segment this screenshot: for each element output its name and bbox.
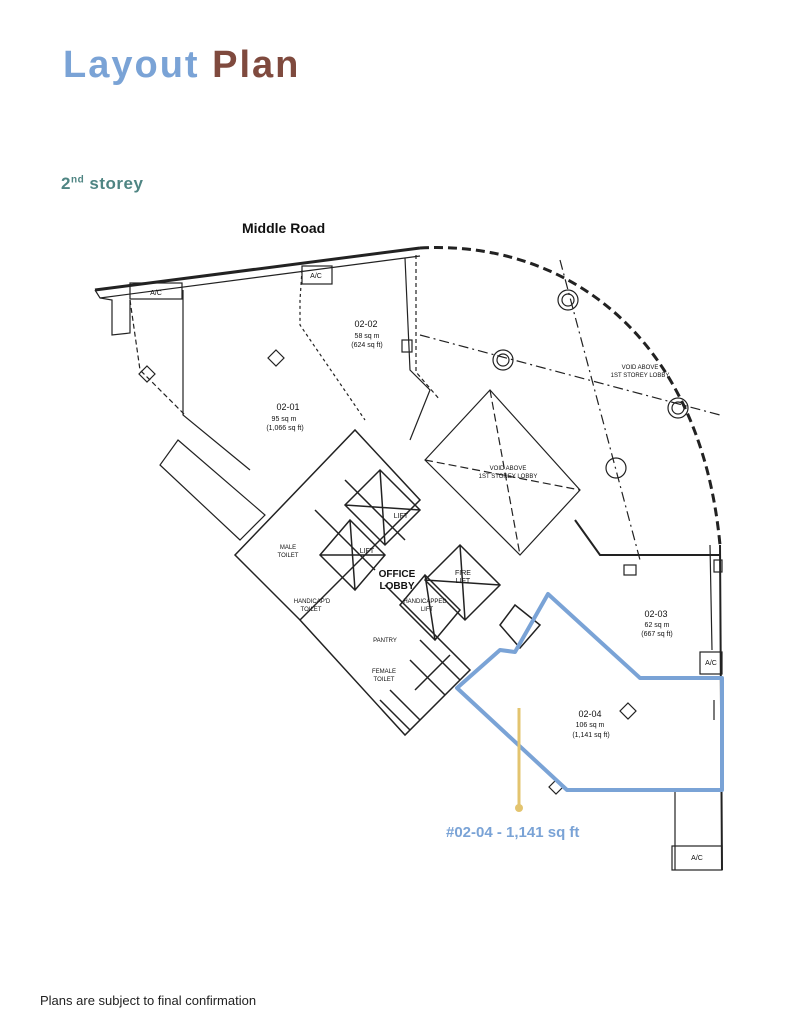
storey-suffix: nd [70,174,85,186]
female-toilet-label-2: TOILET [374,677,395,683]
unit-02-04-sqft: (1,141 sq ft) [572,732,609,739]
hc-lift-label-1: HANDICAPPED [403,599,447,605]
title-plan: Plan [212,44,301,86]
ac-label-3: A/C [705,660,717,667]
fire-lift-label-2: LIFT [456,578,471,585]
road-label: Middle Road [242,220,326,236]
void-boundary [419,246,722,546]
office-lobby-label-2: LOBBY [380,581,415,592]
female-toilet-label-1: FEMALE [372,669,396,675]
unit-02-02-sqft: (624 sq ft) [351,342,383,349]
unit-02-03-sqm: 62 sq m [645,622,670,629]
hc-lift-label-2: LIFT [421,607,434,613]
unit-02-02-sqm: 58 sq m [355,333,380,340]
fire-lift-label-1: FIRE [455,570,471,577]
male-toilet-label-1: MALE [280,545,296,551]
highlighted-unit-label: #02-04 - 1,141 sq ft [446,824,580,841]
void-label-1a: VOID ABOVE [622,365,659,371]
unit-02-02-id: 02-02 [354,319,377,329]
lift-label: LIFT [394,513,409,520]
ac-label-2: A/C [310,273,322,280]
top-wall-inner [99,255,421,299]
storey-heading: 2nd storey [61,174,143,194]
unit-02-01-sqm: 95 sq m [272,416,297,423]
void-label-2a: VOID ABOVE [490,466,527,472]
void-label-1b: 1ST STOREY LOBBY [611,373,670,379]
storey-word: storey [89,174,144,193]
unit-02-04-sqm: 106 sq m [576,722,605,729]
unit-02-04-id: 02-04 [578,709,601,719]
male-toilet-label-2: TOILET [278,553,299,559]
void-label-2b: 1ST STOREY LOBBY [479,474,538,480]
unit-02-04-outline [455,592,724,792]
unit-02-03-sqft: (667 sq ft) [641,631,673,638]
pin-dot [515,804,523,812]
hc-toilet-label-2: TOILET [301,607,322,613]
unit-02-01-sqft: (1,066 sq ft) [266,425,303,432]
page-title: Layout Plan [63,44,300,87]
storey-number: 2 [61,174,71,193]
top-wall [94,246,421,292]
hc-toilet-label-1: HANDICAP'D [294,599,331,605]
title-layout: Layout [63,44,200,86]
office-lobby-label-1: OFFICE [379,569,416,580]
unit-02-03-id: 02-03 [644,609,667,619]
pantry-label: PANTRY [373,638,397,644]
footer-note: Plans are subject to final confirmation [40,993,257,1008]
ac-label-1: A/C [150,290,162,297]
unit-02-01-id: 02-01 [276,402,299,412]
lift-label-2: LIFT [360,548,375,555]
ac-label-4: A/C [691,855,703,862]
